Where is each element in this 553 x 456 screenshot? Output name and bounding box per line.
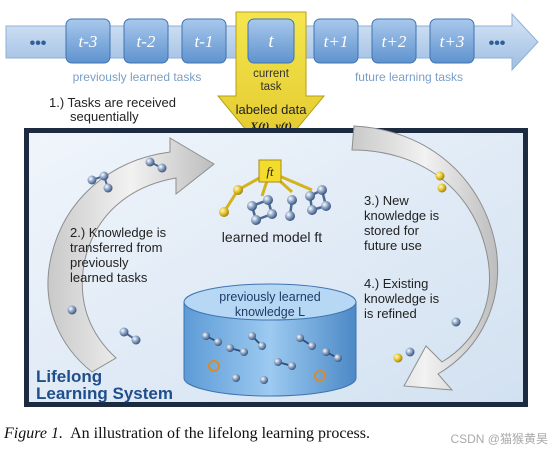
step2-line1: 2.) Knowledge is <box>70 225 167 240</box>
step3-line3: stored for <box>364 223 420 238</box>
task-box-t+1 <box>313 18 359 64</box>
step1-line1: 1.) Tasks are received <box>49 95 176 110</box>
transfer-molecules <box>67 157 461 363</box>
previously-learned-tasks-label: previously learned tasks <box>73 70 202 84</box>
task-label: task <box>260 81 281 93</box>
step4-line1: 4.) Existing <box>364 276 428 291</box>
labeled-data-label: labeled data <box>236 102 308 117</box>
caption-figure-label: Figure 1. <box>3 425 63 442</box>
step4-line3: is refined <box>364 306 417 321</box>
future-learning-tasks-label: future learning tasks <box>355 70 463 84</box>
step2-line2: transferred from <box>70 240 162 255</box>
step2-label: 2.) Knowledge is transferred from previo… <box>70 225 167 285</box>
task-box-t-3 <box>65 18 111 64</box>
task-timeline: ••• t-3 t-2 t-1 t+1 t+2 t+3 ••• previous… <box>5 12 539 84</box>
task-label-t+3: t+3 <box>440 32 465 51</box>
cylinder-body <box>183 301 357 397</box>
task-label-t+2: t+2 <box>382 32 407 51</box>
task-label-current: t <box>268 31 274 52</box>
task-box-current <box>247 18 295 64</box>
timeline-ellipsis-left: ••• <box>30 35 47 52</box>
learned-model-graph: ft <box>219 159 331 225</box>
current-task-arrow: t current task labeled data X(t), y(t) <box>216 11 326 161</box>
task-label-t-2: t-2 <box>137 32 156 51</box>
step3-line2: knowledge is <box>364 208 440 223</box>
task-box-t-1 <box>181 18 227 64</box>
step1-line2: sequentially <box>70 109 139 124</box>
knowledge-line2: knowledge L <box>235 305 305 319</box>
knowledge-line1: previously learned <box>219 290 320 304</box>
cycle-arrows <box>47 125 499 391</box>
timeline-ellipsis-right: ••• <box>489 35 506 52</box>
task-box-t+3 <box>429 18 475 64</box>
knowledge-base-cylinder: previously learned knowledge L <box>183 283 357 397</box>
learned-model-label: learned model ft <box>222 229 323 245</box>
task-label-t-3: t-3 <box>79 32 98 51</box>
model-badge <box>258 159 282 183</box>
system-title-line1: Lifelong <box>36 367 102 386</box>
task-label-t+1: t+1 <box>324 32 349 51</box>
model-badge-label: ft <box>266 164 274 179</box>
system-title-line2: Learning System <box>36 384 173 403</box>
step2-line3: previously <box>70 255 129 270</box>
right-cycle-arrow <box>351 125 499 391</box>
task-label-t-1: t-1 <box>195 32 214 51</box>
watermark: CSDN @猫猴黄昊 <box>450 432 548 446</box>
step3-label: 3.) New knowledge is stored for future u… <box>364 193 440 253</box>
step2-line4: learned tasks <box>70 270 148 285</box>
step4-label: 4.) Existing knowledge is is refined <box>364 276 440 321</box>
task-box-t-2 <box>123 18 169 64</box>
step3-line4: future use <box>364 238 422 253</box>
caption-text: An illustration of the lifelong learning… <box>70 425 370 442</box>
cylinder-top <box>183 283 357 321</box>
current-label: current <box>253 68 290 80</box>
figure-caption: Figure 1. An illustration of the lifelon… <box>3 425 370 442</box>
left-cycle-arrow <box>47 137 215 373</box>
step3-line1: 3.) New <box>364 193 409 208</box>
task-box-t+2 <box>371 18 417 64</box>
step4-line2: knowledge is <box>364 291 440 306</box>
